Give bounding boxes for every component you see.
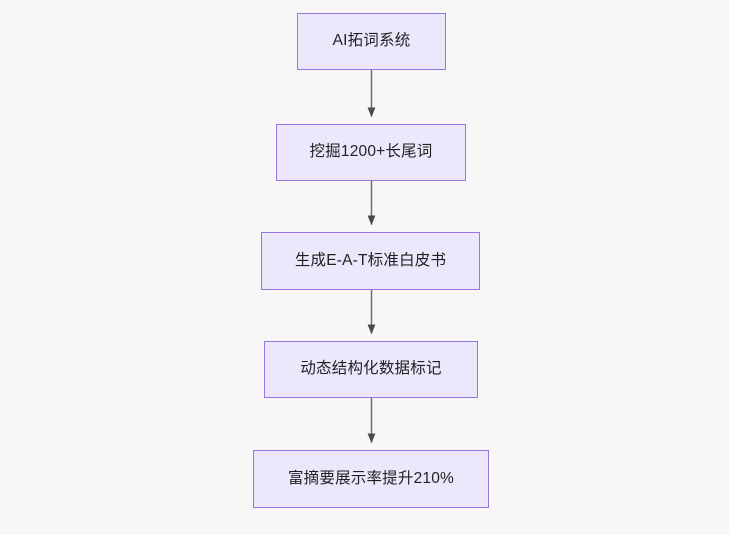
flow-node-ai-keyword-system[interactable]: AI拓词系统 [297, 13, 446, 70]
flow-node-label: AI拓词系统 [332, 32, 411, 50]
flow-node-mine-longtail-keywords[interactable]: 挖掘1200+长尾词 [276, 124, 466, 181]
flow-node-label: 挖掘1200+长尾词 [309, 143, 433, 161]
flow-node-rich-snippet-rate-increase[interactable]: 富摘要展示率提升210% [253, 450, 489, 508]
flow-node-dynamic-structured-data-markup[interactable]: 动态结构化数据标记 [264, 341, 478, 398]
flow-node-label: 动态结构化数据标记 [300, 360, 442, 378]
flow-node-label: 生成E-A-T标准白皮书 [294, 251, 447, 269]
flow-node-label: 富摘要展示率提升210% [287, 469, 455, 487]
flow-node-generate-eat-whitepaper[interactable]: 生成E-A-T标准白皮书 [261, 232, 480, 290]
